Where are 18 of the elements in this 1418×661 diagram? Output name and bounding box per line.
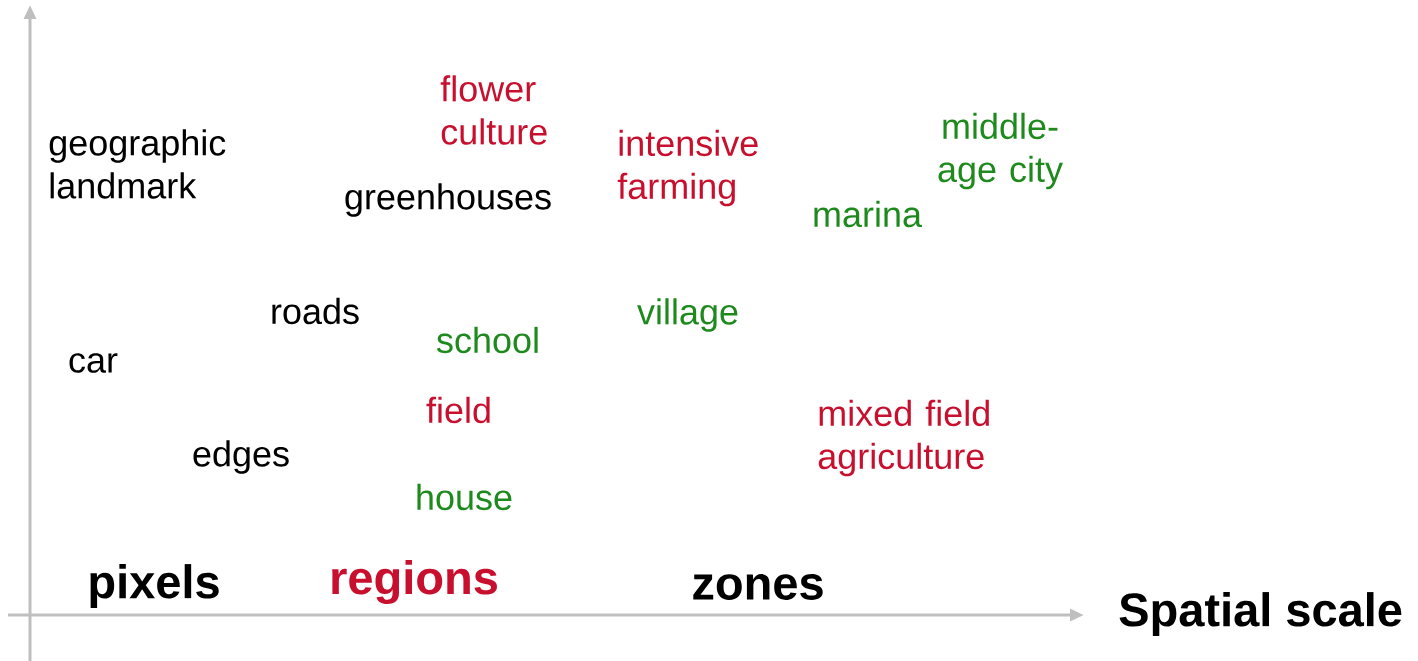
term-label: mixed field agriculture bbox=[818, 399, 989, 477]
term-label: marina bbox=[814, 200, 922, 228]
term-label: greenhouses bbox=[345, 183, 551, 217]
term-label: intensive farming bbox=[617, 129, 758, 207]
term-label: village bbox=[637, 298, 738, 332]
term-label: edges bbox=[193, 440, 289, 474]
term-label: field bbox=[426, 396, 490, 424]
term-label: roads bbox=[272, 297, 359, 325]
term-label: house bbox=[417, 483, 512, 511]
scale-label: zones bbox=[693, 574, 823, 600]
term-label: car bbox=[69, 353, 118, 373]
axis-title: Spatial scale bbox=[1119, 592, 1402, 636]
scale-label: regions bbox=[332, 560, 497, 604]
term-label: geographic landmark bbox=[49, 129, 226, 199]
term-label: school bbox=[437, 326, 538, 354]
term-label: middle-age city bbox=[938, 112, 1063, 190]
term-label: flower culture bbox=[440, 75, 547, 145]
scale-label: pixels bbox=[90, 564, 219, 608]
